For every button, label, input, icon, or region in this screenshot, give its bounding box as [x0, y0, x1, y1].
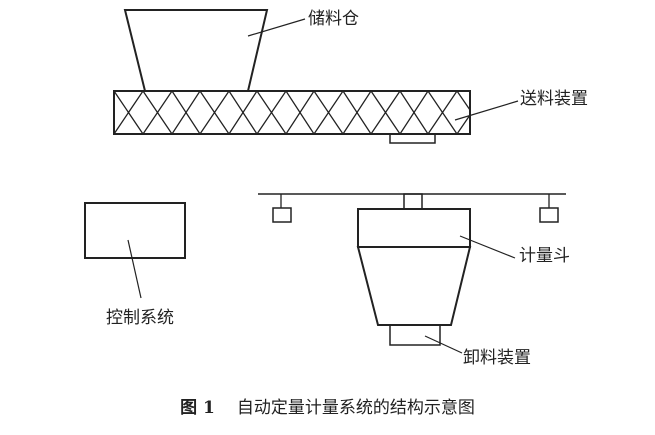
figure-caption: 图 1 自动定量计量系统的结构示意图 [0, 400, 655, 417]
conveyor-outlet [389, 133, 436, 144]
leader-weighing-hopper [459, 235, 516, 259]
leader-discharge-device [424, 335, 463, 354]
label-feeding-device: 送料装置 [520, 89, 588, 109]
label-discharge-device: 卸料装置 [463, 348, 531, 368]
leader-feeding-device [454, 100, 519, 121]
control-system-box [84, 202, 186, 259]
feeding-conveyor [113, 90, 471, 135]
weighing-hopper-cone [356, 246, 472, 326]
load-cell-right [539, 207, 559, 223]
label-weighing-hopper: 计量斗 [519, 246, 570, 266]
figure-number: 图 1 [180, 398, 215, 418]
figure-title: 自动定量计量系统的结构示意图 [236, 398, 475, 418]
label-storage-bin: 储料仓 [308, 9, 359, 29]
leader-control-system [127, 239, 142, 299]
discharge-device [389, 324, 441, 346]
hopper-hanger [403, 193, 423, 210]
weighing-hopper-top [357, 208, 471, 248]
leader-storage-bin [247, 18, 306, 37]
conveyor-crosshatch [113, 89, 471, 136]
load-cell-left [272, 207, 292, 223]
storage-bin [123, 9, 269, 92]
label-control-system: 控制系统 [106, 308, 174, 328]
